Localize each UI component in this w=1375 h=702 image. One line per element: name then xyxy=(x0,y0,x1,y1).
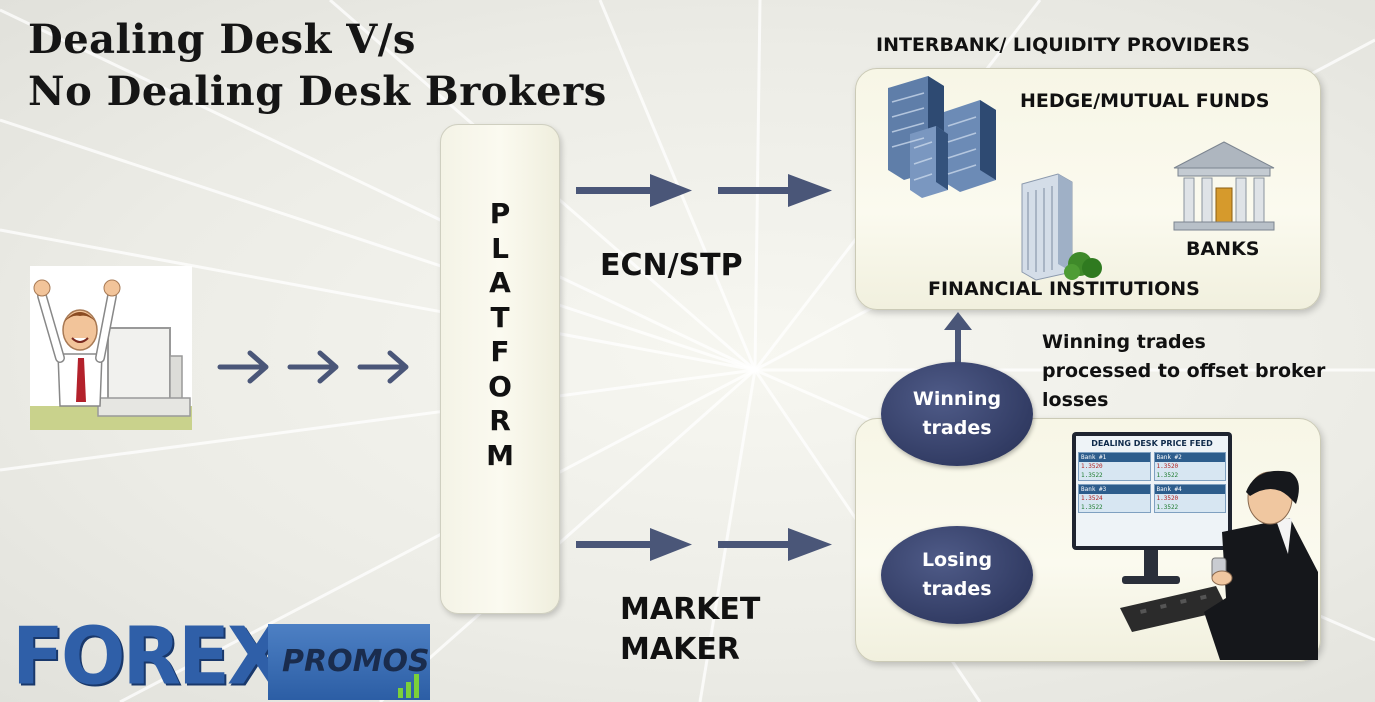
price-feed-monitor: DEALING DESK PRICE FEED Bank #1 1.3520 1… xyxy=(1072,432,1232,550)
title-line-1: Dealing Desk V/s xyxy=(28,16,416,63)
bank-panel-sell: 1.3522 xyxy=(1081,504,1103,511)
trader-illustration xyxy=(30,266,192,430)
losing-trades-line-1: Losing xyxy=(921,549,993,571)
bank-panel-name: Bank #1 xyxy=(1079,453,1150,462)
market-maker-line-1: MARKET xyxy=(620,592,761,627)
winning-trades-note: Winning trades processed to offset broke… xyxy=(1042,328,1325,415)
bank-panel: Bank #4 1.3520 1.3522 xyxy=(1153,484,1226,513)
platform-letter: O xyxy=(488,369,512,403)
bank-panel-name: Bank #2 xyxy=(1154,453,1225,462)
bank-panel: Bank #1 1.3520 1.3522 xyxy=(1078,452,1151,481)
bank-panel-name: Bank #4 xyxy=(1154,485,1225,494)
market-maker-arrows xyxy=(576,528,832,561)
platform-letter: T xyxy=(490,300,510,334)
platform-letter: P xyxy=(489,197,511,230)
price-feed-title: DEALING DESK PRICE FEED xyxy=(1091,439,1213,448)
ecn-stp-label: ECN/STP xyxy=(600,248,743,283)
hedge-funds-label: HEDGE/MUTUAL FUNDS xyxy=(1020,90,1270,112)
losing-trades-oval: Losing trades xyxy=(881,526,1033,624)
bank-panel: Bank #2 1.3520 1.3522 xyxy=(1153,452,1226,481)
note-line-1: Winning trades xyxy=(1042,331,1206,353)
winning-to-interbank-arrow xyxy=(944,312,972,366)
institution-building-icon xyxy=(1021,173,1102,281)
winning-trades-oval: Winning trades xyxy=(881,362,1033,466)
interbank-heading: INTERBANK/ LIQUIDITY PROVIDERS xyxy=(876,34,1250,56)
bank-panel-sell: 1.3522 xyxy=(1081,472,1103,479)
title-line-2: No Dealing Desk Brokers xyxy=(28,68,607,115)
bank-panel-buy: 1.3520 xyxy=(1156,495,1179,502)
bank-panel-buy: 1.3524 xyxy=(1081,495,1103,502)
platform-letter: F xyxy=(490,335,510,368)
winning-trades-line-2: trades xyxy=(922,417,992,439)
forex-logo-text: FOREX xyxy=(12,608,286,702)
market-maker-line-2: MAKER xyxy=(620,632,740,667)
platform-letter: A xyxy=(489,266,511,299)
diagram-title: Dealing Desk V/s No Dealing Desk Brokers xyxy=(28,14,607,118)
bank-panel-sell: 1.3522 xyxy=(1156,472,1179,479)
bank-panel: Bank #3 1.3524 1.3522 xyxy=(1078,484,1151,513)
bank-panel-sell: 1.3522 xyxy=(1156,504,1179,511)
losing-trades-line-2: trades xyxy=(922,578,992,600)
platform-letters: P L A T F O R M xyxy=(441,197,559,473)
ecn-arrows xyxy=(576,174,832,207)
trader-to-platform-arrows xyxy=(217,350,409,384)
bank-panel-name: Bank #3 xyxy=(1079,485,1150,494)
market-maker-label: MARKET MAKER xyxy=(620,590,760,670)
office-buildings-icon xyxy=(888,76,996,198)
financial-institutions-label: FINANCIAL INSTITUTIONS xyxy=(928,278,1200,300)
note-line-3: losses xyxy=(1042,389,1109,411)
platform-letter: R xyxy=(489,404,511,437)
promos-logo-text: PROMOS xyxy=(282,644,430,679)
platform-letter: L xyxy=(491,231,509,265)
logo-bars-icon xyxy=(398,674,419,698)
bank-panel-buy: 1.3520 xyxy=(1156,463,1179,470)
platform-block: P L A T F O R M xyxy=(440,124,560,614)
bank-building-icon xyxy=(1173,141,1275,231)
winning-trades-line-1: Winning xyxy=(912,388,1002,410)
platform-letter: M xyxy=(486,438,514,472)
dealer-illustration xyxy=(1120,470,1318,660)
bank-panel-buy: 1.3520 xyxy=(1081,463,1103,470)
banks-label: BANKS xyxy=(1186,238,1260,260)
note-line-2: processed to offset broker xyxy=(1042,360,1326,382)
price-feed-grid: Bank #1 1.3520 1.3522 Bank #2 1.3520 1.3… xyxy=(1078,452,1226,513)
promos-logo-block: PROMOS xyxy=(268,624,430,700)
